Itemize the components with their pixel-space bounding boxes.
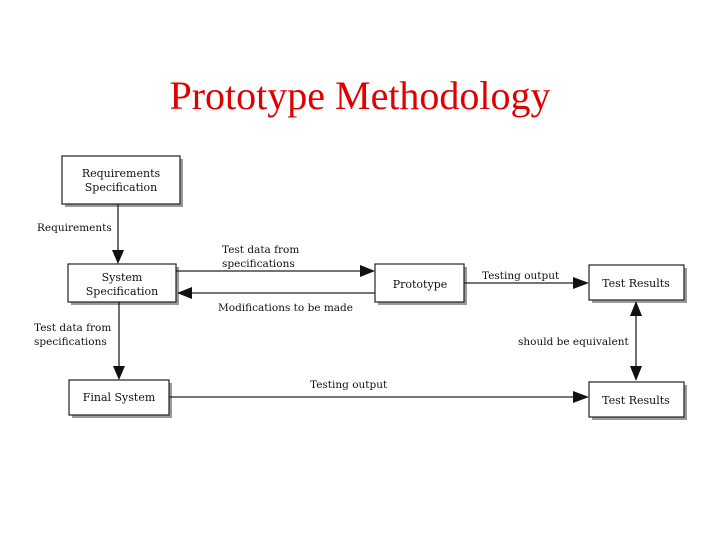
test-data-label-line2: specifications (222, 258, 295, 270)
equivalence-double-arrow (630, 301, 642, 381)
testing-output-arrow-bottom (169, 391, 589, 403)
test-results-box-top: Test Results (588, 264, 687, 303)
test-results-label-top: Test Results (602, 277, 670, 290)
test-data-label-left-line2: specifications (34, 336, 107, 348)
slide-title: Prototype Methodology (169, 73, 551, 118)
prototype-label: Prototype (393, 278, 448, 291)
prototype-box: Prototype (374, 263, 467, 305)
test-data-label-left-line1: Test data from (34, 322, 111, 334)
test-results-box-bottom: Test Results (588, 381, 687, 420)
testing-output-label-top: Testing output (482, 270, 560, 282)
test-data-arrow (176, 265, 375, 277)
final-system-label: Final System (83, 391, 156, 404)
final-system-box: Final System (68, 379, 172, 418)
requirements-label: Requirements (37, 222, 112, 234)
system-specification-line2: Specification (86, 285, 158, 298)
test-data-arrow-down (113, 302, 125, 380)
requirements-arrow (112, 204, 124, 264)
test-data-label-line1: Test data from (222, 244, 299, 256)
requirements-specification-line2: Specification (85, 181, 157, 194)
modifications-arrow (177, 287, 375, 299)
system-specification-line1: System (102, 271, 143, 284)
testing-output-label-bottom: Testing output (310, 379, 388, 391)
system-specification-box: System Specification (67, 263, 179, 305)
requirements-specification-box: Requirements Specification (61, 155, 183, 207)
requirements-specification-line1: Requirements (82, 167, 161, 180)
test-results-label-bottom: Test Results (602, 394, 670, 407)
testing-output-arrow-top (464, 277, 589, 289)
modifications-label: Modifications to be made (218, 302, 353, 314)
should-be-equivalent-label: should be equivalent (518, 336, 630, 348)
